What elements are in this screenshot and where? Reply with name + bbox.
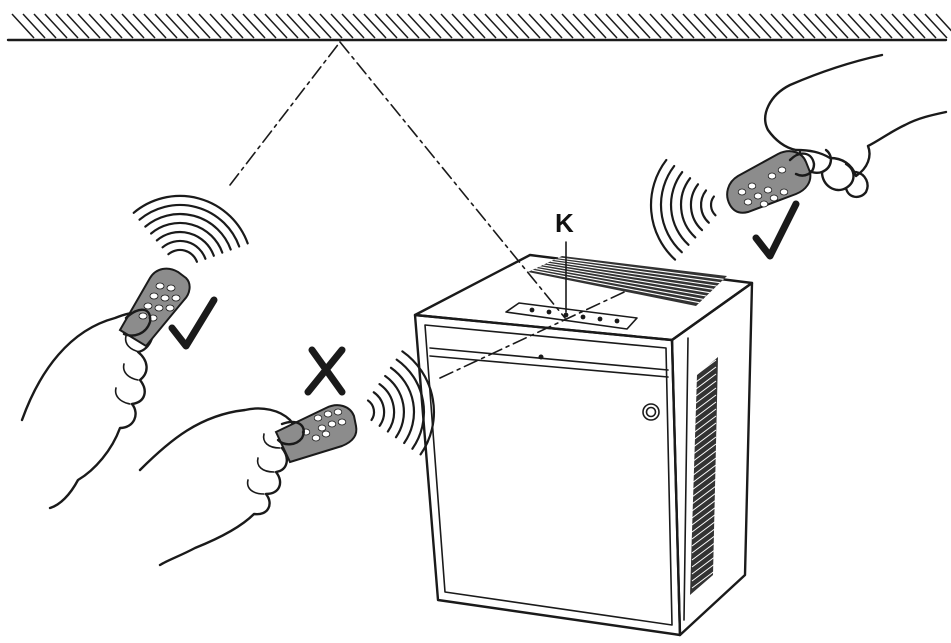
label-k: K bbox=[555, 208, 574, 238]
right-thumb bbox=[788, 152, 816, 177]
check-mark-right bbox=[752, 200, 800, 260]
signal-waves-front bbox=[366, 350, 435, 456]
ceiling-hatching bbox=[11, 13, 951, 39]
remote-front bbox=[274, 404, 358, 464]
front-hand-with-remote bbox=[138, 404, 358, 567]
front-knob bbox=[642, 403, 660, 421]
remote-left bbox=[118, 267, 191, 348]
left-hand-with-remote bbox=[20, 267, 191, 510]
check-mark-left bbox=[168, 296, 218, 350]
side-vent bbox=[690, 357, 718, 595]
remote-sensor bbox=[563, 312, 569, 318]
signal-waves-right bbox=[649, 158, 717, 261]
control-panel bbox=[505, 302, 638, 330]
air-purifier-unit bbox=[413, 253, 754, 637]
ceiling bbox=[6, 13, 951, 42]
front-thumb bbox=[276, 420, 305, 446]
remote-right bbox=[726, 150, 812, 214]
signal-waves-left bbox=[132, 194, 249, 263]
cross-mark-front bbox=[304, 346, 346, 396]
left-thumb bbox=[122, 308, 152, 337]
reflection-signal-path bbox=[229, 41, 651, 379]
right-hand-with-remote bbox=[726, 53, 948, 214]
sensor-callout: K bbox=[555, 208, 574, 313]
top-grille bbox=[528, 256, 727, 306]
